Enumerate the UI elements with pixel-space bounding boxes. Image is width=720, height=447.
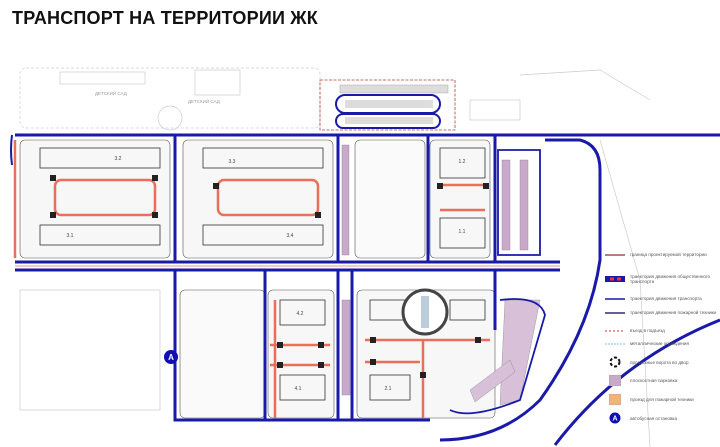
legend-label: въезд в подъезд	[630, 328, 665, 333]
legend-item: траектория движения транспорта	[604, 296, 720, 301]
fire-passage-square-icon	[604, 394, 626, 405]
legend-item: въезд в подъезд	[604, 328, 720, 333]
plaza-feature	[421, 296, 429, 328]
legend-label: траектория движения пожарной техники	[630, 310, 717, 315]
page-title: ТРАНСПОРТ НА ТЕРРИТОРИИ ЖК	[12, 8, 318, 28]
legend-item: плоскостная парковка	[604, 375, 720, 386]
gate-icon	[604, 356, 626, 368]
legend-item: проезд для пожарной техники	[604, 394, 720, 405]
building-label: 1.1	[459, 229, 466, 235]
parking-square-icon	[604, 375, 626, 386]
buildings	[39, 147, 486, 401]
legend-item: металлические ограждения	[604, 341, 720, 346]
bus-stop-icon[interactable]: А	[164, 350, 178, 364]
building-label: 4.2	[297, 311, 304, 317]
parking	[341, 144, 541, 406]
building-label: 3.4	[287, 233, 294, 239]
legend-label: траектория движения транспорта	[630, 296, 702, 301]
legend-label: проезд для пожарной техники	[630, 397, 694, 402]
legend-item: траектория движения общественного трансп…	[604, 274, 720, 284]
building-label: 2.1	[385, 386, 392, 392]
legend-label: траектория движения общественного трансп…	[630, 274, 711, 284]
fire-route-icon	[604, 311, 626, 315]
bus-stop-letter: А	[168, 353, 174, 362]
building-label: 3.3	[229, 159, 236, 165]
transport-route-icon	[604, 297, 626, 301]
building-label: 3.1	[67, 233, 74, 239]
legend-item: траектория движения пожарной техники	[604, 310, 720, 315]
bus-stop-legend-icon: А	[604, 412, 626, 424]
legend-item: граница проектируемой территории	[604, 252, 720, 257]
top-parking	[319, 79, 456, 131]
public-transport-route-icon	[604, 276, 626, 282]
kindergarten-label-1: ДЕТСКИЙ САД	[95, 89, 127, 96]
legend-label: металлические ограждения	[630, 341, 689, 346]
building-label: 4.1	[295, 386, 302, 392]
kindergarten-label-2: ДЕТСКИЙ САД	[188, 97, 220, 104]
boundary-line-icon	[604, 253, 626, 257]
bus-stop-legend-letter: А	[612, 416, 617, 423]
legend-item: пропускные ворота во двор	[604, 356, 720, 368]
building-label: 1.2	[459, 159, 466, 165]
legend-label: пропускные ворота во двор	[630, 359, 689, 365]
building-label: 3.2	[115, 156, 122, 162]
roads	[10, 133, 720, 446]
blocks	[19, 139, 496, 419]
metal-fence-icon	[604, 342, 626, 346]
legend-label: плоскостная парковка	[630, 378, 678, 383]
legend-label: автобусная остановка	[630, 415, 678, 421]
legend-label: граница проектируемой территории	[630, 252, 707, 257]
gates	[50, 175, 489, 378]
entrance-arrows-icon	[604, 329, 626, 333]
